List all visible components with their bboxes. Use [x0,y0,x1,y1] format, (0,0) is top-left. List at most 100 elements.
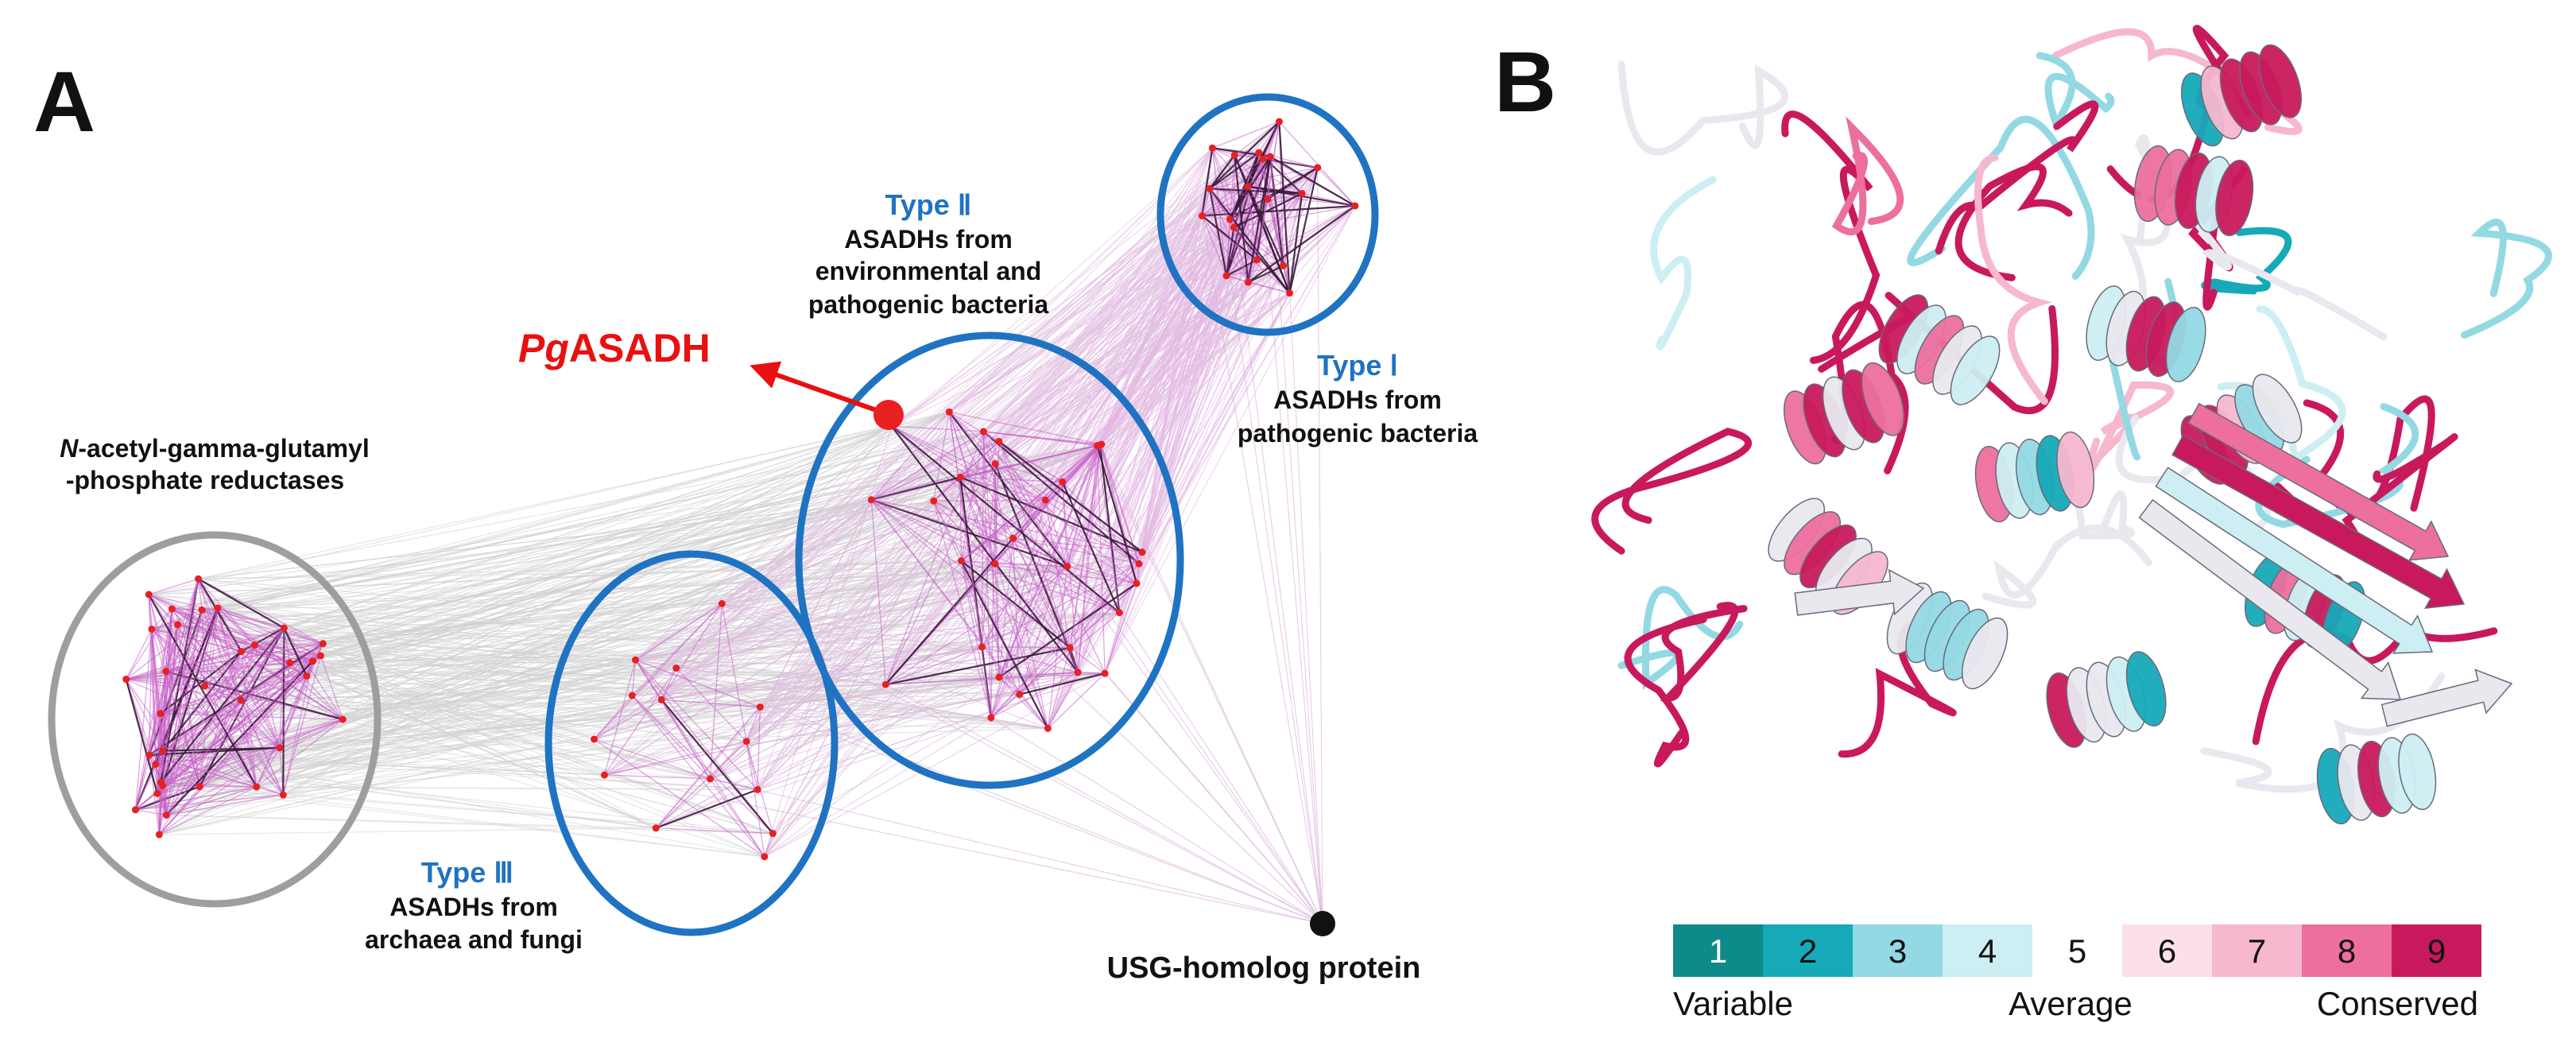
intra-edge [157,671,167,794]
network-node [1255,149,1263,157]
panel-b-letter: B [1494,33,1556,130]
network-node [303,672,311,680]
usg-edge [1067,566,1323,924]
intra-edge [241,627,285,653]
network-node [1198,211,1206,219]
intra-edge [1269,156,1303,194]
inter-edge [165,671,605,776]
inter-edge [594,281,1249,740]
intra-edge [1045,499,1140,564]
coil-segment [1974,153,2052,405]
inter-edge [746,293,1290,742]
scale-box-label: 3 [1888,932,1907,970]
ring-type2 [795,331,1184,789]
intra-edge [155,747,281,765]
inter-edge [959,121,1280,478]
inter-edge [655,676,1000,829]
network-node [657,696,665,703]
intra-edge [1019,672,1106,696]
type1-label: Type Ⅰ [1317,349,1398,382]
network-node [1280,262,1288,269]
intra-edge [165,660,314,816]
intra-edge [961,560,1137,584]
intra-edge [155,699,242,765]
network-node [1206,184,1214,192]
inter-edge [660,444,1101,700]
intra-edge [148,594,157,765]
intra-edge [126,678,242,701]
intra-edge [155,764,158,794]
intra-edge [217,607,255,645]
intra-edge [289,643,323,664]
inter-edge [635,425,893,661]
intra-edge [135,786,257,811]
intra-edge [1247,193,1303,283]
inter-edge [312,411,950,662]
intra-edge [1278,121,1291,293]
inter-edge [1047,205,1356,729]
intra-edge [171,608,242,701]
network-node [1044,724,1052,732]
inter-edge [198,425,892,579]
intra-edge [594,603,722,740]
intra-edge [165,671,258,788]
intra-edge [721,603,747,742]
intra-edge [197,578,242,653]
helix [2046,651,2167,748]
network-node [162,811,170,819]
intra-edge [757,707,761,790]
intra-edge [870,499,1071,649]
type2-desc-line2: environmental and [815,257,1042,285]
intra-edge [148,594,258,788]
network-node [174,621,182,629]
network-node [1226,215,1234,223]
intra-edge [746,741,758,790]
type2-desc-line1: ASADHs from [844,225,1013,254]
intra-edge [998,441,1079,673]
intra-edge [1013,481,1063,539]
inter-edge [757,646,982,790]
inter-edge [631,121,1280,696]
intra-edge [155,579,199,765]
intra-edge [256,643,323,788]
helix [1886,582,2009,690]
inter-edge [199,499,872,788]
intra-edge [870,440,1000,501]
scale-box-label: 6 [2158,932,2176,970]
intra-edge [660,668,677,700]
network-node [1115,609,1123,617]
intra-edge [1201,215,1227,277]
inter-edge [721,198,1269,604]
inter-edge [764,676,1000,858]
inter-edge [1099,281,1249,446]
inter-edge [323,411,950,645]
inter-edge [983,259,1257,432]
usg-edge [1104,672,1323,924]
inter-edge [254,603,722,645]
intra-edge [948,411,1068,568]
inter-edge [284,411,950,629]
inter-edge [323,643,633,696]
intra-edge [635,603,722,661]
intra-edge [764,833,773,857]
network-node [145,751,153,759]
inter-edge [284,463,996,629]
intra-edge [982,646,1079,673]
intra-edge [933,501,992,719]
intra-edge [1247,199,1269,283]
intra-edge [1062,482,1079,672]
intra-edge [710,778,758,791]
scale-box-label: 7 [2248,932,2266,970]
intra-edge [870,411,950,501]
intra-edge [660,699,774,835]
intra-edge [166,786,257,816]
intra-edge [998,441,1106,674]
intra-edge [177,624,321,657]
network-node [1266,153,1274,161]
network-node [1208,144,1216,152]
intra-edge [982,431,992,718]
network-node [1253,256,1261,264]
intra-edge [1096,445,1121,613]
intra-edge [148,594,167,672]
